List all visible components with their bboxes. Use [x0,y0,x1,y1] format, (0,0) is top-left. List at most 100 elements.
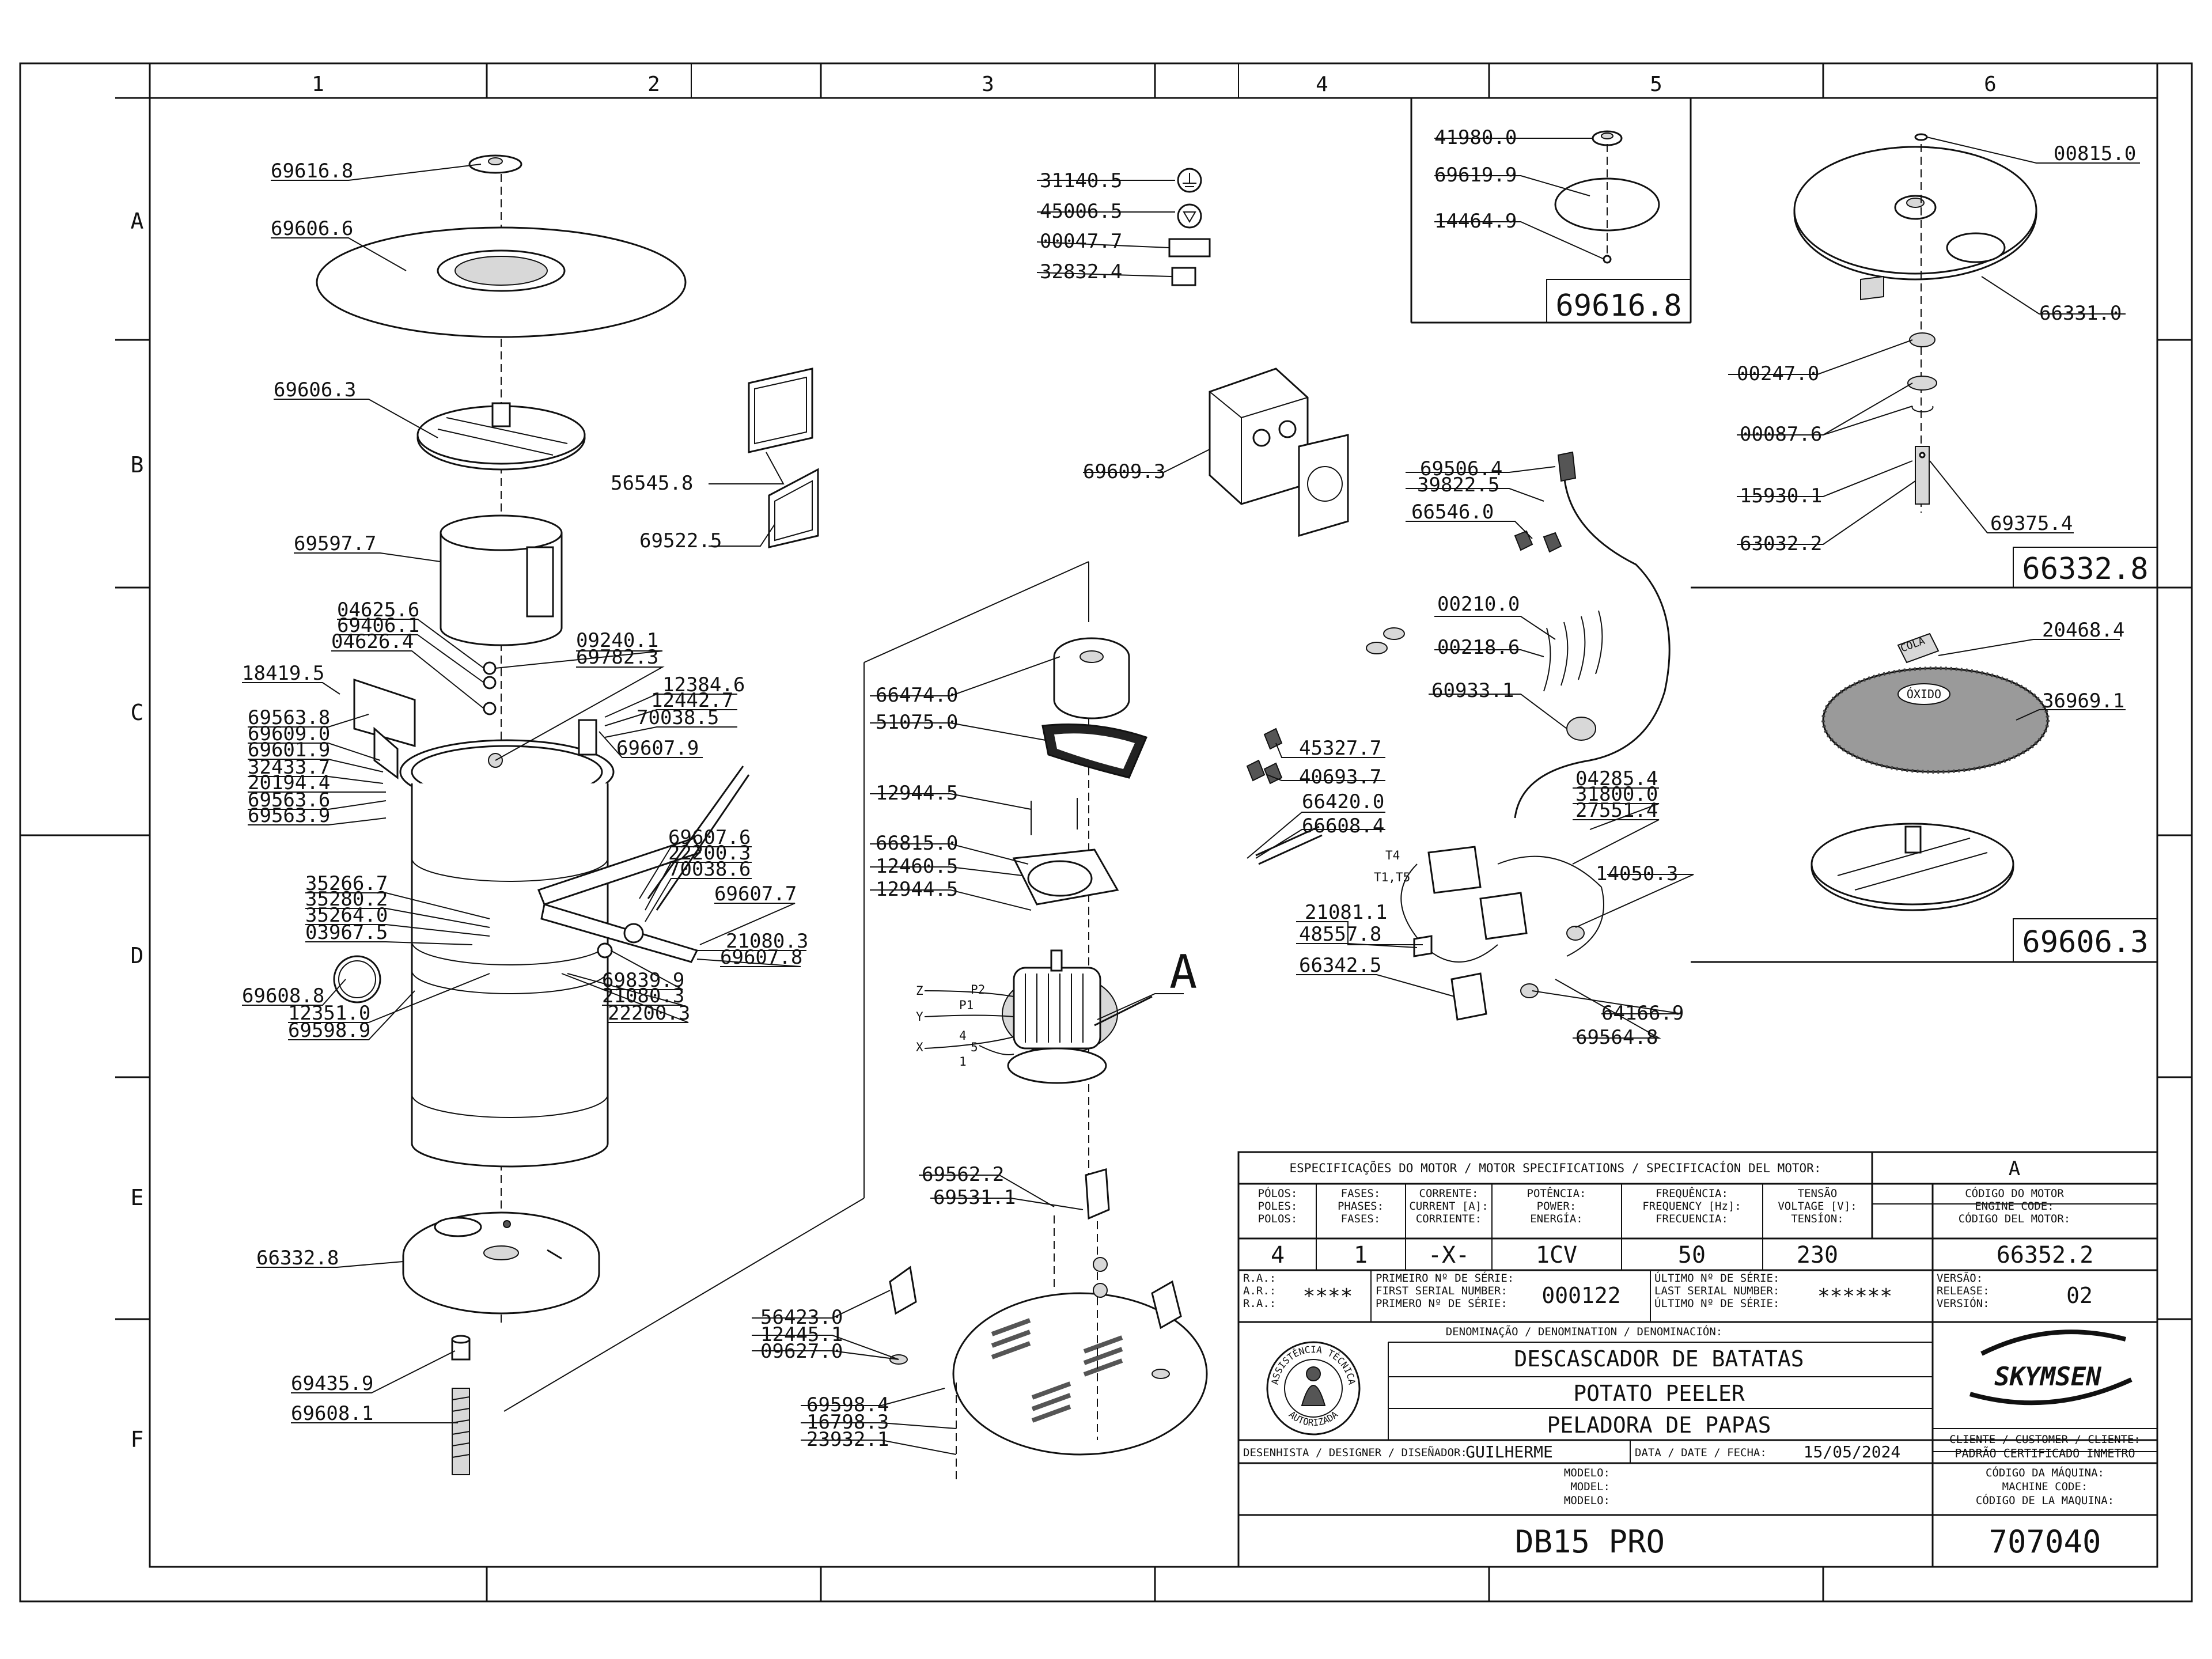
part-label: 69563.9 [248,804,330,827]
brand-name: SKYMSEN [1994,1362,2101,1392]
part-label: 70038.5 [637,706,719,729]
col-label: 4 [1316,73,1328,96]
release-value: 02 [2066,1283,2093,1308]
part-label: 20194.4 [248,771,330,794]
first-serial-value: 000122 [1541,1283,1620,1308]
part-label: 66474.0 [876,684,958,707]
spec-col-header: PHASES: [1338,1200,1384,1213]
release-header: VERSÃO: [1937,1271,1983,1285]
part-label: 45327.7 [1299,737,1381,760]
part-label: 48557.8 [1299,923,1381,946]
part-label: 60933.1 [1431,679,1514,702]
part-label: 35264.0 [305,904,388,927]
spec-col-header: PÓLOS: [1258,1186,1298,1200]
part-label: 69608.1 [291,1402,373,1425]
col-label: 2 [647,73,660,96]
part-label: 12460.5 [876,855,958,878]
spec-col-header: TENSÍON: [1791,1212,1844,1225]
part-label: 56545.8 [611,472,693,495]
part-label: 69782.3 [576,646,658,669]
part-label: 69563.6 [248,789,330,812]
machine-code-value: 707040 [1988,1524,2101,1560]
detail-box-69606-3 [1691,632,2158,963]
row-label: D [131,943,144,968]
part-label: 69619.9 [1434,164,1517,187]
spec-col-header: ENERGÍA: [1530,1212,1583,1225]
spec-power-value: 1CV [1536,1242,1577,1268]
part-label: 04285.4 [1575,767,1658,790]
part-label: 21080.3 [602,984,684,1007]
date-value: 15/05/2024 [1804,1442,1901,1461]
part-label: 66608.4 [1302,815,1384,838]
terminal-label: Z [916,984,923,998]
part-label: 36969.1 [2042,690,2124,713]
part-label: 64166.9 [1601,1002,1684,1025]
part-label: 66342.5 [1299,954,1381,977]
spec-col-header: TENSÃO [1798,1187,1838,1200]
part-label: 69506.4 [1420,457,1502,480]
model-header: MODEL: [1570,1480,1610,1493]
denomination-header: DENOMINAÇÃO / DENOMINATION / DENOMINACIÓ… [1446,1324,1722,1338]
last-serial-header: ÚLTIMO Nº DE SÉRIE: [1654,1271,1779,1285]
callout-a: A [1169,945,1197,999]
part-label: 12445.1 [760,1323,843,1346]
part-label: 69616.8 [271,160,353,183]
motor-drawings [924,637,1153,1084]
title-block: ESPECIFICAÇÕES DO MOTOR / MOTOR SPECIFIC… [1237,1151,2158,1568]
name-es: PELADORA DE PAPAS [1547,1412,1771,1438]
row-label: C [131,700,144,725]
motor-assembly-outline [503,561,1089,1412]
grid-column-labels: 1 2 3 4 5 6 [312,73,1997,96]
model-value: DB15 PRO [1515,1524,1665,1560]
part-label: 69435.9 [291,1372,373,1395]
part-label: 69606.3 [274,378,356,402]
ra-header: R.A.: [1243,1272,1276,1285]
grid-row-labels: A B C D E F [131,209,144,1452]
part-label: 51075.0 [876,711,958,734]
detail-box-titles: 69616.8 66332.8 69606.3 [1555,289,2148,960]
part-label: 41980.0 [1434,126,1517,149]
part-labels: 69616.8 69606.6 69606.3 69597.7 04625.6 … [242,126,2136,1451]
part-label: 14464.9 [1434,210,1517,233]
part-label: 00218.6 [1437,636,1520,659]
part-label: 40693.7 [1299,766,1381,789]
part-label: 69607.8 [720,946,802,969]
terminal-label: P1 [959,998,974,1012]
spec-current-value: -X- [1428,1242,1469,1268]
part-label: 04625.6 [337,599,419,622]
spec-col-header: ENGINE CODE: [1975,1200,2054,1213]
part-label: 69609.3 [1083,460,1165,483]
machine-code-header: CÓDIGO DE LA MAQUINA: [1976,1493,2114,1507]
part-label: 69598.4 [806,1393,889,1416]
part-label: 09627.0 [760,1340,843,1363]
part-label: 69563.8 [248,706,330,729]
spec-col-header: CÓDIGO DEL MOTOR: [1959,1211,2070,1225]
name-en: POTATO PEELER [1573,1381,1745,1406]
spec-col-header: CORRENTE: [1419,1187,1479,1200]
client-header: CLIENTE / CUSTOMER / CLIENTE: [1949,1433,2141,1446]
spec-frequency-value: 50 [1678,1242,1706,1268]
detail-box-69616-8 [1410,98,1692,324]
part-label: 66546.0 [1411,501,1494,524]
part-label: 35280.2 [305,888,388,911]
first-serial-header: PRIMERO Nº DE SÉRIE: [1376,1297,1508,1310]
spec-col-header: FASES: [1341,1213,1381,1225]
part-label: 21081.1 [1305,901,1387,924]
part-label: 69607.6 [668,826,751,849]
base-plate-drawing [889,1168,1208,1480]
spec-col-header: FASES: [1341,1187,1381,1200]
part-label: 00047.7 [1040,230,1122,253]
last-serial-value: ****** [1817,1285,1892,1308]
row-label: B [131,452,144,478]
part-label: 16798.3 [806,1411,889,1434]
ra-header: A.R.: [1243,1285,1276,1297]
main-assembly-drawing [316,154,750,1475]
date-header: DATA / DATE / FECHA: [1635,1446,1767,1459]
part-label: 00087.6 [1740,423,1822,446]
part-label: 31140.5 [1040,169,1122,192]
spec-col-header: FREQUÊNCIA: [1656,1187,1728,1200]
part-label: 69406.1 [337,614,419,637]
model-header: MODELO: [1564,1494,1610,1507]
last-serial-header: LAST SERIAL NUMBER: [1654,1285,1779,1297]
part-label: 35266.7 [305,872,388,895]
